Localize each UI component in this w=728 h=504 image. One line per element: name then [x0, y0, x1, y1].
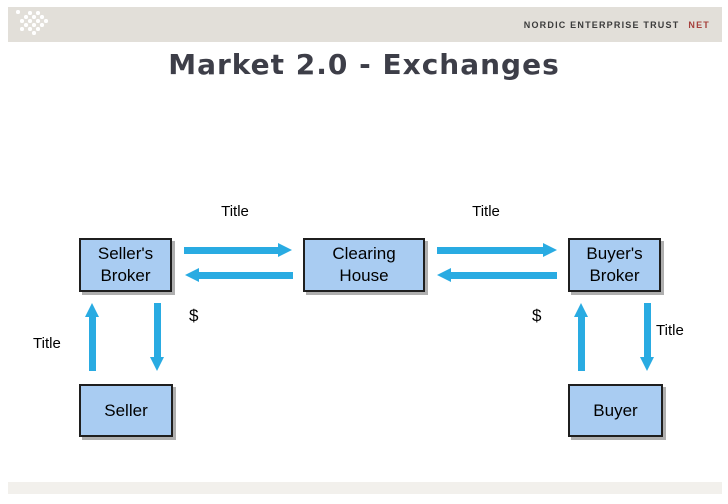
arrow-down-sellersbroker-to-seller — [150, 303, 165, 371]
arrow-right-sellersbroker-to-clearinghouse — [184, 243, 292, 258]
node-seller: Seller — [79, 384, 173, 437]
arrow-head-icon — [150, 357, 164, 371]
arrow-left-buyersbroker-to-clearinghouse — [437, 268, 557, 283]
net-logo-icon — [16, 10, 50, 39]
arrow-shaft — [89, 315, 96, 371]
arrow-right-clearinghouse-to-buyersbroker — [437, 243, 557, 258]
arrow-shaft — [154, 303, 161, 359]
node-label-line: Seller's — [97, 244, 154, 263]
brand-text: NORDIC ENTERPRISE TRUST NET — [524, 7, 710, 42]
node-sellers-broker: Seller's Broker — [79, 238, 172, 292]
arrow-head-icon — [640, 357, 654, 371]
brand-name: NORDIC ENTERPRISE TRUST — [523, 19, 680, 30]
label-dollar-left: $ — [189, 306, 199, 325]
arrow-head-icon — [185, 268, 199, 282]
arrow-shaft — [644, 303, 651, 359]
header-bar: NORDIC ENTERPRISE TRUST NET — [8, 7, 722, 42]
footer-bar — [8, 482, 722, 494]
arrow-left-clearinghouse-to-sellersbroker — [185, 268, 293, 283]
node-label-line: Broker — [100, 266, 151, 285]
node-clearing-house: Clearing House — [303, 238, 425, 292]
arrow-head-icon — [574, 303, 588, 317]
node-label-line: Buyer — [593, 400, 638, 420]
node-buyer: Buyer — [568, 384, 663, 437]
arrow-head-icon — [278, 243, 292, 257]
node-buyers-broker: Buyer's Broker — [568, 238, 661, 292]
arrow-down-buyersbroker-to-buyer — [640, 303, 655, 371]
arrow-head-icon — [543, 243, 557, 257]
arrow-head-icon — [437, 268, 451, 282]
arrow-up-seller-to-sellersbroker — [85, 303, 100, 371]
node-label-line: Buyer's — [586, 244, 643, 263]
arrow-up-buyer-to-buyersbroker — [574, 303, 589, 371]
arrow-head-icon — [85, 303, 99, 317]
arrow-shaft — [437, 247, 545, 254]
label-dollar-right: $ — [532, 306, 542, 325]
label-title-top-left: Title — [221, 203, 249, 220]
arrow-shaft — [578, 315, 585, 371]
node-label-line: Clearing — [332, 244, 396, 263]
node-label-line: Broker — [589, 266, 640, 285]
label-title-top-right: Title — [472, 203, 500, 220]
arrow-shaft — [449, 272, 557, 279]
arrow-shaft — [184, 247, 280, 254]
node-label-line: Seller — [104, 400, 148, 420]
page-title: Market 2.0 - Exchanges — [168, 48, 560, 81]
brand-abbr: NET — [688, 19, 710, 30]
label-title-side-right: Title — [656, 322, 684, 339]
arrow-shaft — [197, 272, 293, 279]
node-label-line: House — [339, 266, 389, 285]
label-title-side-left: Title — [33, 335, 61, 352]
